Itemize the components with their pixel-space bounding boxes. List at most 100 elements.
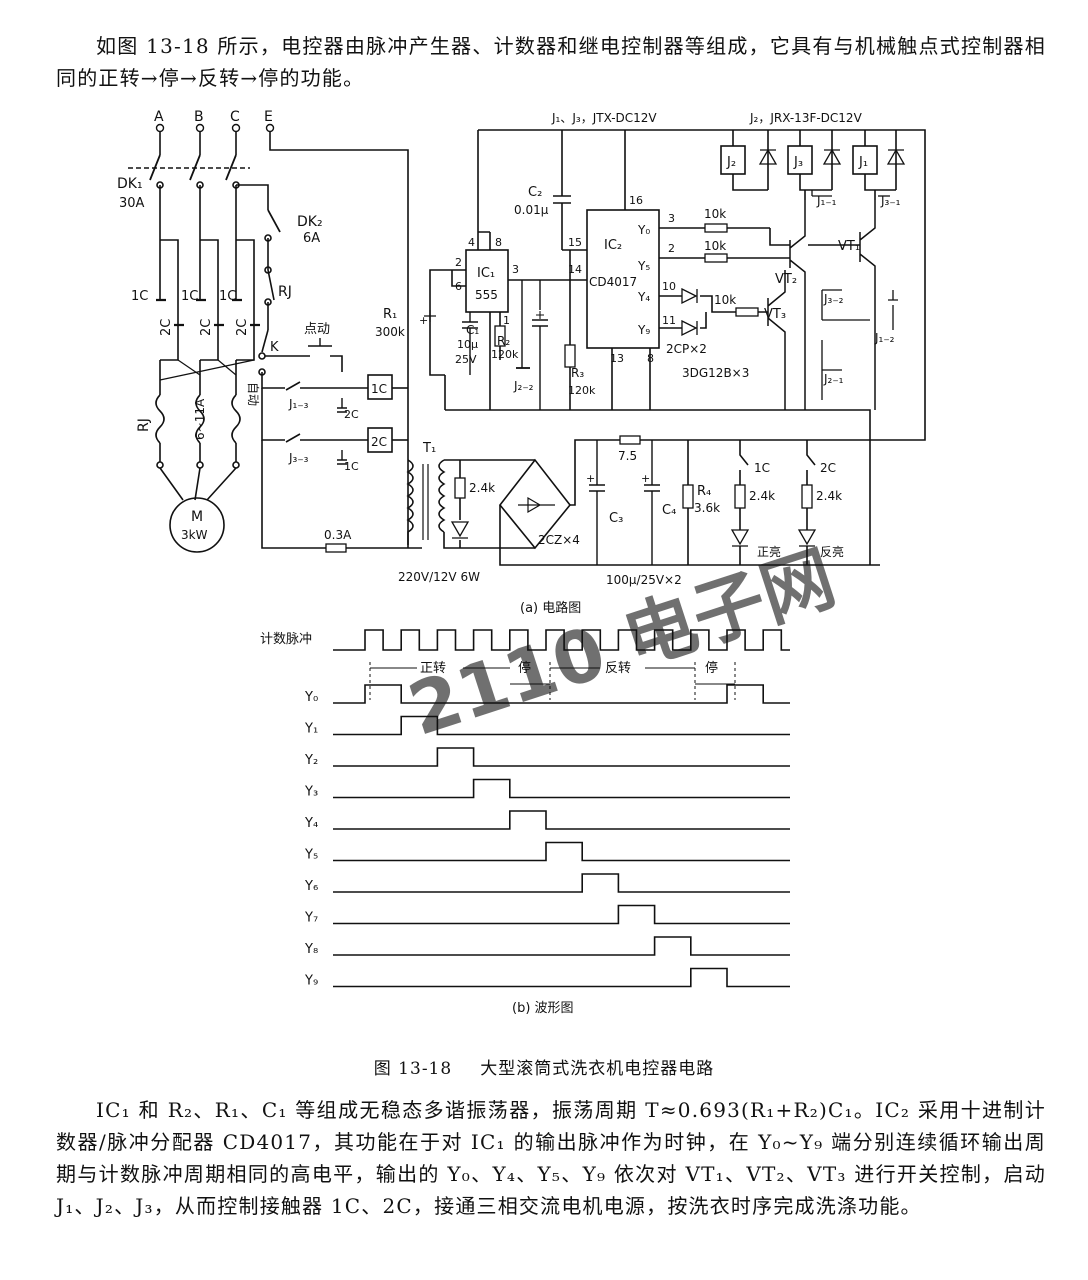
phase-c: C xyxy=(230,109,240,125)
trace-y2 xyxy=(333,747,790,767)
rj-contact-label: RJ xyxy=(278,284,292,300)
contact-2c-a: 2C xyxy=(159,319,174,336)
control-logic: J₁、J₃，JTX-DC12V J₂，JRX-13F-DC12V C₂ 0.01… xyxy=(419,111,926,565)
r75-value: 7.5 xyxy=(618,449,637,463)
ic2-pin15: 15 xyxy=(568,236,582,249)
phase-b: B xyxy=(194,109,204,125)
circuit-subcaption: (a) 电路图 xyxy=(520,600,581,616)
waveform-diagram xyxy=(333,629,790,988)
phase-reverse: 反转 xyxy=(605,661,631,676)
contact-1c-c: 1C xyxy=(219,289,236,304)
phase-stop-2: 停 xyxy=(705,660,718,676)
contact-2c-c: 2C xyxy=(235,319,250,336)
coil-2c: 2C xyxy=(371,435,387,449)
body-text: IC₁ 和 R₂、R₁、C₁ 等组成无稳态多谐振荡器，振荡周期 T≈0.693(… xyxy=(56,1098,1046,1218)
interlock-1c: 1C xyxy=(344,460,359,473)
r3-label: R₃ xyxy=(571,366,584,380)
channel-label-y5: Y₅ xyxy=(304,848,318,863)
ic2-pin8: 8 xyxy=(647,352,654,365)
c4-label: C₄ xyxy=(662,503,676,518)
c1-value: 10μ xyxy=(457,338,478,351)
ic1-pin1: 1 xyxy=(503,314,510,327)
y9-pin-num: 11 xyxy=(662,314,676,327)
y9-pin: Y₉ xyxy=(637,323,650,337)
y4-pin-num: 10 xyxy=(662,280,676,293)
ic2-pin13: 13 xyxy=(610,352,624,365)
phase-a: A xyxy=(154,109,164,125)
dk1-label: DK₁ xyxy=(117,176,143,192)
contact-1c-b: 1C xyxy=(181,289,198,304)
y0-pin-num: 3 xyxy=(668,212,675,225)
bridge-label: 2CZ×4 xyxy=(538,533,580,547)
r2-value: 120k xyxy=(491,348,519,361)
c4-plus: + xyxy=(641,472,650,485)
c2-value: 0.01μ xyxy=(514,203,549,217)
ic1-pin2: 2 xyxy=(455,256,462,269)
watermark: 2110 电子网 xyxy=(399,535,845,751)
relay-j1: J₁ xyxy=(858,155,868,170)
trace-y1 xyxy=(333,715,790,736)
rj-range: 6~11A xyxy=(193,398,207,440)
watermark-text: 2110 电子网 xyxy=(399,535,845,751)
j12-label: J₁₋₂ xyxy=(874,331,895,345)
figure-13-18: A B C E DK₁ 30A 1C 1C 1C 2C 2C 2C RJ 6~1… xyxy=(117,109,926,1016)
t1-label: T₁ xyxy=(422,441,436,456)
ic1-type: 555 xyxy=(475,288,498,302)
intro-text: 如图 13-18 所示，电控器由脉冲产生器、计数器和继电控制器等组成，它具有与机… xyxy=(56,34,1046,90)
k-switch-label: K xyxy=(270,340,279,355)
j13-label: J₁₋₃ xyxy=(288,397,309,411)
y5-pin-num: 2 xyxy=(668,242,675,255)
phase-e: E xyxy=(264,109,273,125)
trace-y4 xyxy=(333,810,790,830)
power-section: A B C E DK₁ 30A 1C 1C 1C 2C 2C 2C RJ 6~1… xyxy=(117,109,422,553)
ind-2c-r: 2.4k xyxy=(816,489,842,503)
c1-label: C₁ xyxy=(466,323,479,337)
c2-label: C₂ xyxy=(528,185,542,200)
j22-label: J₂₋₂ xyxy=(513,379,534,393)
motor-label: M xyxy=(191,509,203,525)
c3-plus: + xyxy=(586,472,595,485)
ic2-pin14: 14 xyxy=(568,263,582,276)
r2-label: R₂ xyxy=(497,334,510,348)
j11-label: J₁₋₁ xyxy=(816,194,837,208)
ic2-label: IC₂ xyxy=(604,238,622,253)
figure-number: 图 13-18 xyxy=(373,1059,453,1079)
relay-note-1: J₁、J₃，JTX-DC12V xyxy=(551,111,657,125)
transformer-spec: 220V/12V 6W xyxy=(398,570,480,584)
ic1-pin8: 8 xyxy=(495,236,502,249)
trace-y3 xyxy=(333,778,790,799)
c3-label: C₃ xyxy=(609,511,623,526)
r4-label: R₄ xyxy=(697,484,711,499)
relay-j3: J₃ xyxy=(793,155,803,170)
dk2-label: DK₂ xyxy=(297,214,323,230)
j32-label: J₃₋₂ xyxy=(823,292,844,306)
j31-label: J₃₋₁ xyxy=(880,194,901,208)
r1-label: R₁ xyxy=(383,307,397,322)
contact-2c-b: 2C xyxy=(199,319,214,336)
j33-label: J₃₋₃ xyxy=(288,451,309,465)
r-y0: 10k xyxy=(704,207,726,221)
channel-label-y2: Y₂ xyxy=(304,753,318,768)
ind-1c-r: 2.4k xyxy=(749,489,775,503)
ic2-pin16: 16 xyxy=(629,194,643,207)
ic1-pin4: 4 xyxy=(468,236,475,249)
channel-label-y4: Y₄ xyxy=(304,816,318,831)
waveform-phases: 正转 停 反转 停 xyxy=(369,660,736,700)
trace-y8 xyxy=(333,936,790,956)
channel-label-y1: Y₁ xyxy=(304,722,318,737)
y0-pin: Y₀ xyxy=(637,223,650,237)
r-y4: 10k xyxy=(714,293,736,307)
r1-value: 300k xyxy=(375,325,405,339)
c1-voltage: 25V xyxy=(455,353,477,366)
body-paragraph: IC₁ 和 R₂、R₁、C₁ 等组成无稳态多谐振荡器，振荡周期 T≈0.693(… xyxy=(56,1094,1046,1222)
ic1-pin6: 6 xyxy=(455,280,462,293)
vt3-label: VT₃ xyxy=(764,307,786,322)
channel-label-y0: Y₀ xyxy=(304,690,318,705)
manual-label: 点动 xyxy=(304,322,330,337)
channel-label-y7: Y₇ xyxy=(304,911,318,926)
supply-r-value: 2.4k xyxy=(469,481,495,495)
relay-j2: J₂ xyxy=(726,155,736,170)
led-forward-label: 正亮 xyxy=(757,544,781,559)
